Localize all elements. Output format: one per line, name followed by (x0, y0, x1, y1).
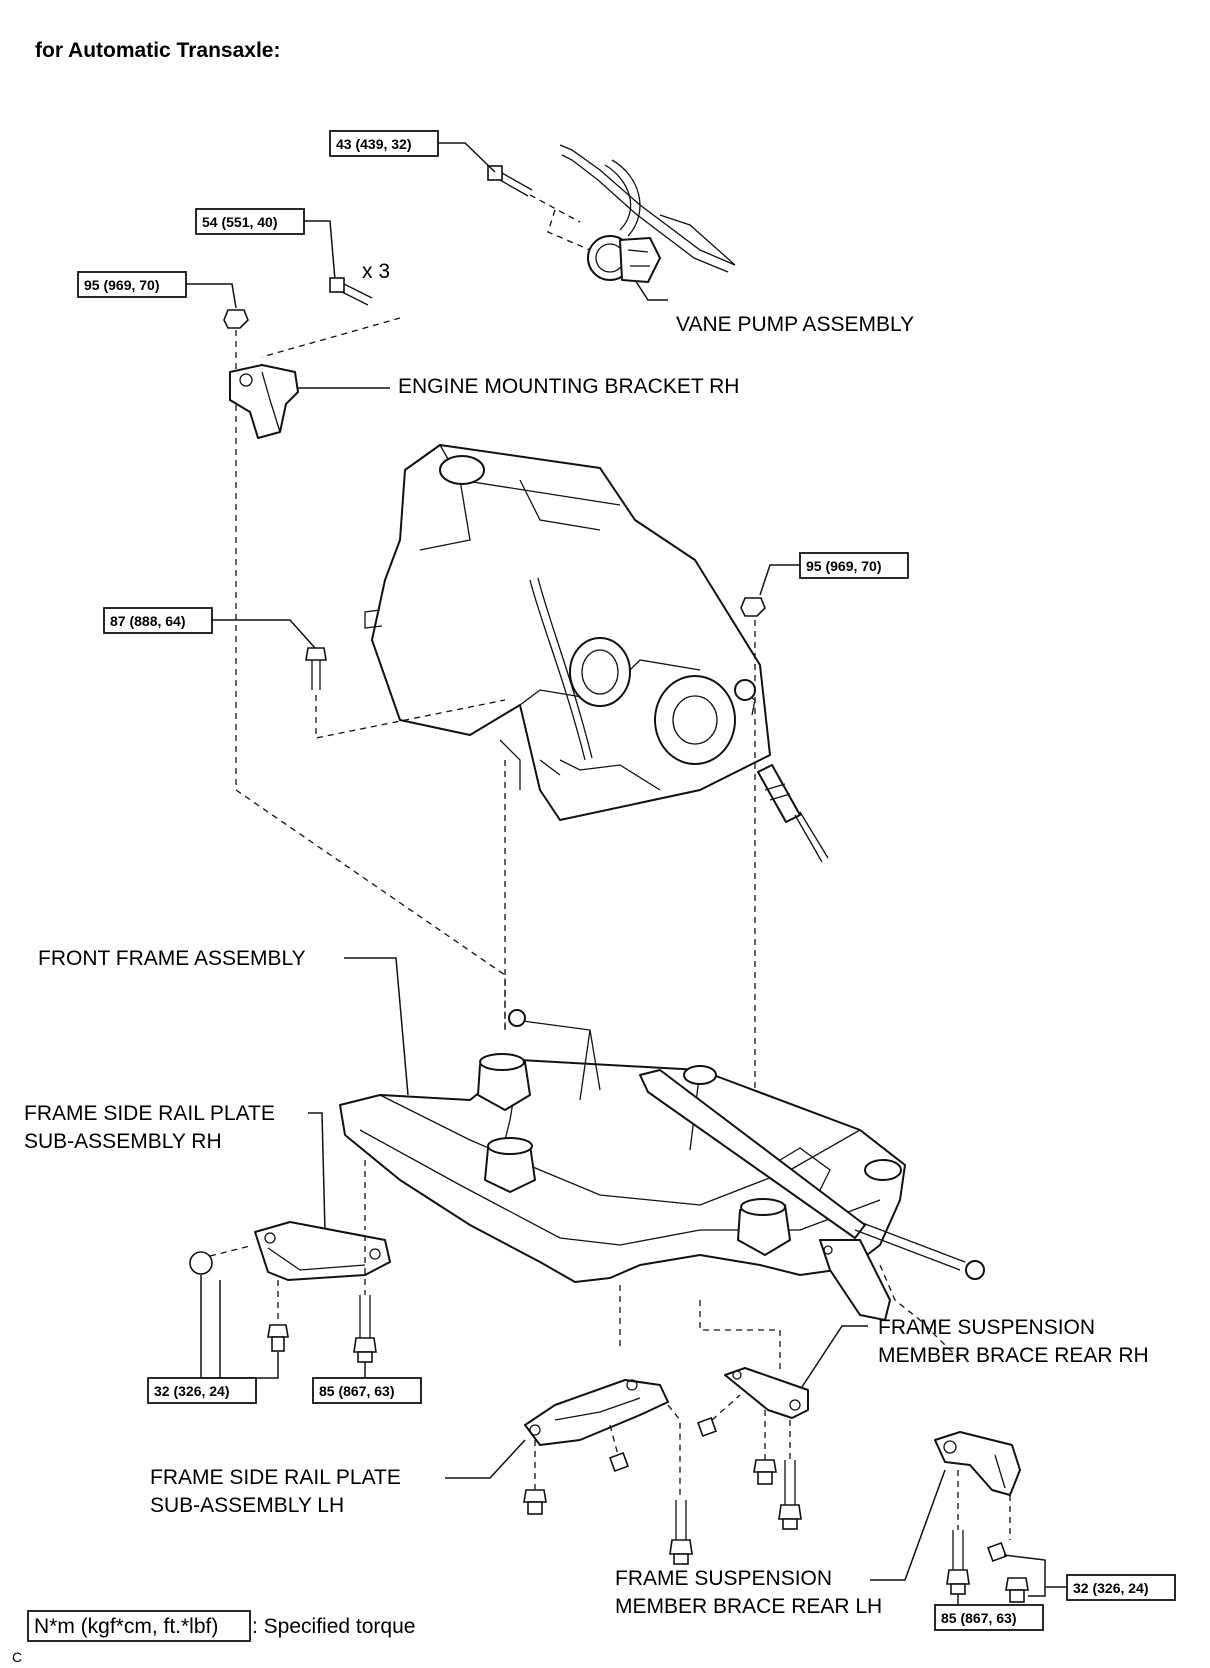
label-front-frame-assembly: FRONT FRAME ASSEMBLY (38, 947, 306, 970)
label-vane-pump-assembly: VANE PUMP ASSEMBLY (676, 313, 914, 336)
nut-top-left (223, 309, 249, 329)
quantity-x3: x 3 (362, 260, 390, 283)
legend-box-text: N*m (kgf*cm, ft.*lbf) (34, 1615, 218, 1638)
svg-text:87 (888, 64): 87 (888, 64) (110, 613, 186, 629)
bolt-brace-rh-long (778, 1460, 802, 1530)
nut-rh-plate (189, 1251, 213, 1275)
label-side-rail-lh-line2: SUB-ASSEMBLY LH (150, 1494, 344, 1517)
legend: N*m (kgf*cm, ft.*lbf) : Specified torque (27, 1610, 415, 1642)
label-side-rail-rh-line1: FRAME SIDE RAIL PLATE (24, 1102, 275, 1125)
bolt-brace-lh-short (1005, 1577, 1029, 1603)
bolt-vane-pump (487, 165, 533, 197)
frame-side-rail-plate-lh (524, 1379, 669, 1446)
svg-text:32 (326, 24): 32 (326, 24) (154, 1383, 230, 1399)
label-engine-mounting-bracket-rh: ENGINE MOUNTING BRACKET RH (398, 375, 739, 398)
front-frame-assembly (339, 1009, 985, 1321)
torque-87: 87 (888, 64) (103, 607, 316, 649)
vane-pump-group (559, 144, 736, 283)
torque-95-left: 95 (969, 70) (77, 271, 237, 309)
torque-85-rh: 85 (867, 63) (312, 1362, 422, 1404)
footer-code: C (12, 1649, 22, 1665)
label-brace-lh-line1: FRAME SUSPENSION (615, 1567, 832, 1590)
bolt-rh-plate-long (353, 1295, 377, 1363)
svg-text:85 (867, 63): 85 (867, 63) (941, 1610, 1017, 1626)
torque-32-rh: 32 (326, 24) (147, 1280, 257, 1404)
bolt-rh-plate-short (267, 1324, 289, 1352)
label-brace-lh-line2: MEMBER BRACE REAR LH (615, 1595, 882, 1618)
label-side-rail-lh-line1: FRAME SIDE RAIL PLATE (150, 1466, 401, 1489)
nut-lh-plate (609, 1452, 629, 1472)
bolt-lh-plate-long (669, 1500, 693, 1565)
label-side-rail-rh-line2: SUB-ASSEMBLY RH (24, 1130, 222, 1153)
engine-transaxle (364, 444, 829, 863)
svg-text:95 (969, 70): 95 (969, 70) (84, 277, 160, 293)
bolt-87 (305, 647, 327, 690)
frame-brace-rear-lh (934, 1431, 1021, 1496)
bolt-brace-lh-long (946, 1530, 970, 1595)
label-brace-rh-line1: FRAME SUSPENSION (878, 1316, 1095, 1339)
svg-text:85 (867, 63): 85 (867, 63) (319, 1383, 395, 1399)
bolt-brace-rh-short (753, 1459, 777, 1485)
torque-54: 54 (551, 40) (195, 208, 336, 281)
torque-43: 43 (439, 32) (329, 130, 496, 173)
torque-32-lh: 32 (326, 24) (1003, 1554, 1176, 1601)
diagram-title: for Automatic Transaxle: (35, 39, 280, 62)
svg-text:43 (439, 32): 43 (439, 32) (336, 136, 412, 152)
svg-text:95 (969, 70): 95 (969, 70) (806, 558, 882, 574)
nut-brace-rh (697, 1417, 717, 1437)
bolt-bracket-x3 (329, 277, 373, 306)
nut-top-right (740, 597, 766, 617)
nut-brace-lh (987, 1542, 1007, 1562)
frame-brace-rear-rh (724, 1367, 809, 1419)
engine-mounting-bracket-rh (229, 364, 299, 439)
frame-side-rail-plate-rh (254, 1221, 391, 1281)
torque-85-lh: 85 (867, 63) (934, 1594, 1044, 1631)
label-brace-rh-line2: MEMBER BRACE REAR RH (878, 1344, 1149, 1367)
legend-description: : Specified torque (252, 1615, 415, 1638)
bolt-lh-plate-short (523, 1489, 547, 1515)
svg-text:32 (326, 24): 32 (326, 24) (1073, 1580, 1149, 1596)
torque-95-right: 95 (969, 70) (759, 552, 909, 596)
svg-text:54 (551, 40): 54 (551, 40) (202, 214, 278, 230)
